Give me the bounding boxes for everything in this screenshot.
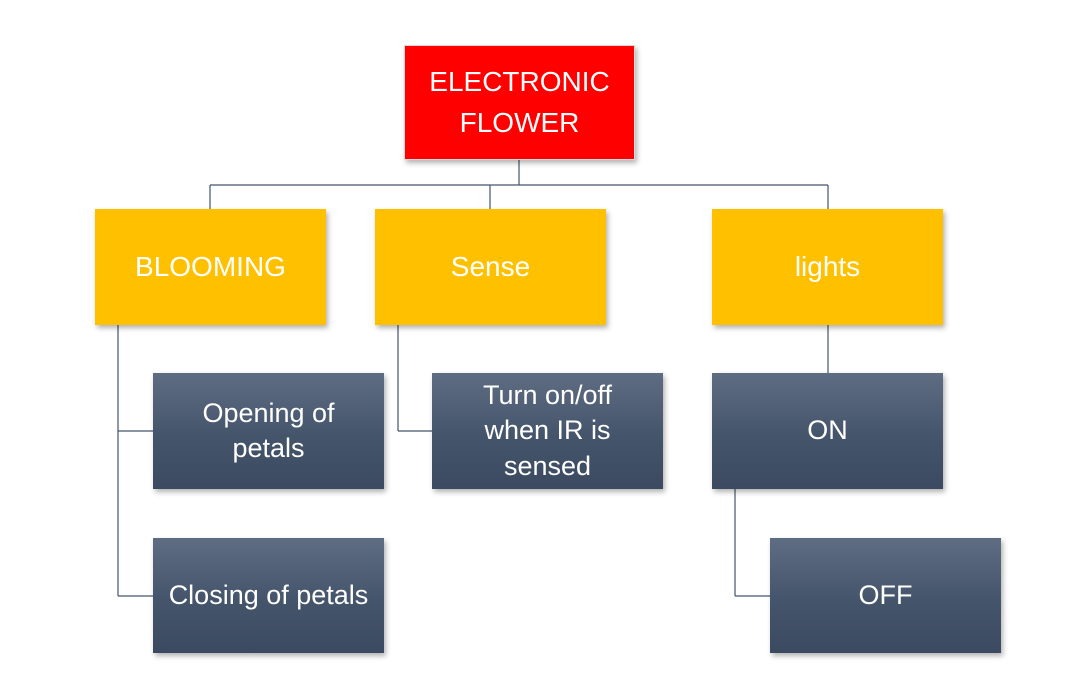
- node-turn-line3: sensed: [503, 450, 592, 481]
- node-blooming-label: BLOOMING: [135, 250, 286, 282]
- node-off: OFF: [770, 538, 1001, 653]
- node-closing-label: Closing of petals: [168, 579, 369, 610]
- node-turn-line2: when IR is: [484, 415, 611, 446]
- node-sense: Sense: [375, 209, 606, 325]
- node-turn-line1: Turn on/off: [482, 380, 613, 411]
- node-sense-label: Sense: [450, 250, 531, 282]
- node-electronic-flower-line2: FLOWER: [459, 106, 580, 138]
- node-turn-on-off: Turn on/off when IR is sensed: [432, 373, 663, 489]
- node-electronic-flower: ELECTRONIC FLOWER: [404, 45, 635, 160]
- node-opening-line1: Opening of: [202, 397, 335, 428]
- node-opening-line2: petals: [232, 433, 305, 463]
- node-opening-of-petals: Opening of petals: [153, 373, 384, 489]
- node-electronic-flower-line1: ELECTRONIC: [429, 65, 610, 97]
- node-closing-of-petals: Closing of petals: [153, 538, 384, 653]
- node-on-label: ON: [807, 415, 848, 446]
- node-off-label: OFF: [858, 579, 913, 610]
- node-lights: lights: [712, 209, 943, 325]
- node-on: ON: [712, 373, 943, 489]
- node-lights-label: lights: [794, 250, 861, 282]
- node-blooming: BLOOMING: [95, 209, 326, 325]
